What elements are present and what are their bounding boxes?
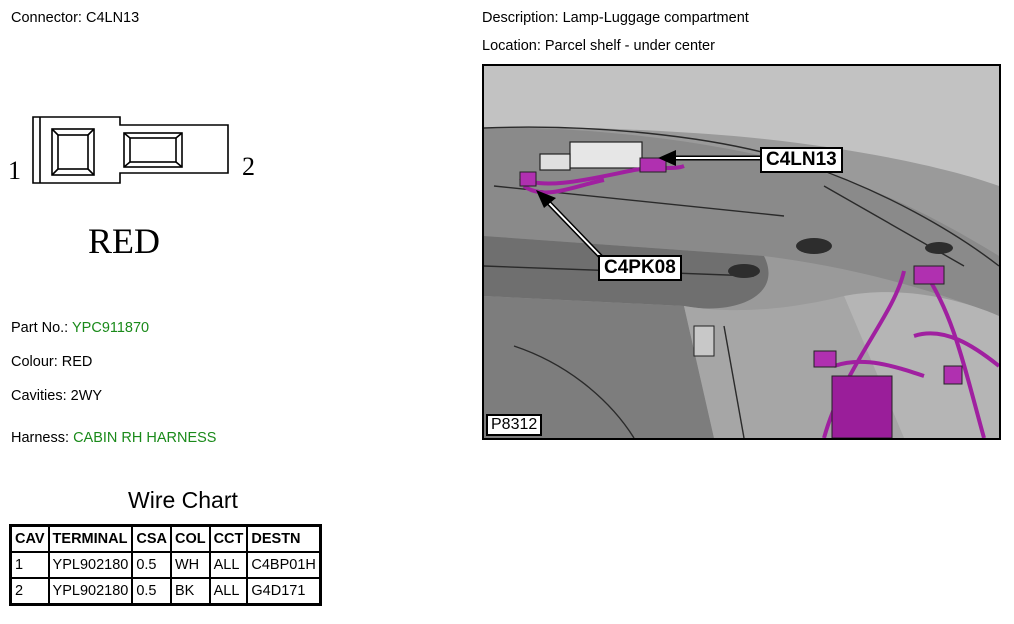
cell-cct: ALL (208, 577, 249, 606)
header-terminal: TERMINAL (47, 524, 134, 553)
wire-chart-title: Wire Chart (128, 487, 238, 513)
cavities-label: Cavities: (11, 388, 67, 404)
connector-id: Connector: C4LN13 (11, 9, 139, 27)
callout-c4ln13: C4LN13 (760, 147, 843, 173)
cell-csa: 0.5 (131, 551, 172, 579)
cell-destn: C4BP01H (246, 551, 322, 579)
location-photo: C4LN13 C4PK08 P8312 (482, 64, 1001, 440)
connector-label: Connector: (11, 10, 82, 26)
location-label: Location: (482, 38, 541, 54)
cavities-value: 2WY (70, 388, 103, 404)
table-row: 1 YPL902180 0.5 WH ALL C4BP01H (9, 551, 322, 579)
header-col: COL (169, 524, 211, 553)
cell-terminal: YPL902180 (47, 551, 134, 579)
header-cav: CAV (9, 524, 50, 553)
photo-code: P8312 (486, 414, 543, 436)
location-value: Parcel shelf - under center (544, 38, 715, 54)
connector-value: C4LN13 (85, 10, 140, 26)
cell-cct: ALL (208, 551, 249, 579)
pin-1-label: 1 (8, 156, 21, 185)
cell-terminal: YPL902180 (47, 577, 134, 606)
header-destn: DESTN (246, 524, 322, 553)
colour: Colour: RED (11, 353, 92, 371)
location: Location: Parcel shelf - under center (482, 37, 715, 55)
pin-2-label: 2 (242, 152, 255, 181)
vehicle-underbody-illustration (484, 66, 999, 438)
harness-link[interactable]: CABIN RH HARNESS (73, 430, 217, 446)
part-number-link[interactable]: YPC911870 (72, 320, 150, 336)
drawing-color-text: RED (88, 221, 160, 261)
harness-label: Harness: (11, 430, 70, 446)
part-number: Part No.: YPC911870 (11, 319, 149, 337)
header-csa: CSA (131, 524, 172, 553)
description: Description: Lamp-Luggage compartment (482, 9, 749, 27)
callout-c4pk08: C4PK08 (598, 255, 682, 281)
wire-chart-header-row: CAV TERMINAL CSA COL CCT DESTN (9, 524, 322, 553)
colour-value: RED (61, 354, 93, 370)
harness: Harness: CABIN RH HARNESS (11, 429, 216, 447)
cell-cav: 2 (9, 577, 50, 606)
description-value: Lamp-Luggage compartment (562, 10, 749, 26)
table-row: 2 YPL902180 0.5 BK ALL G4D171 (9, 577, 322, 606)
description-label: Description: (482, 10, 559, 26)
cell-col: BK (169, 577, 211, 606)
colour-label: Colour: (11, 354, 58, 370)
cell-destn: G4D171 (246, 577, 322, 606)
cell-csa: 0.5 (131, 577, 172, 606)
wire-chart-table: CAV TERMINAL CSA COL CCT DESTN 1 YPL9021… (9, 524, 322, 606)
header-cct: CCT (208, 524, 249, 553)
part-number-label: Part No.: (11, 320, 69, 336)
cavities: Cavities: 2WY (11, 387, 102, 405)
cell-col: WH (169, 551, 211, 579)
connector-face-diagram: 1 2 RED (8, 116, 255, 261)
cell-cav: 1 (9, 551, 50, 579)
